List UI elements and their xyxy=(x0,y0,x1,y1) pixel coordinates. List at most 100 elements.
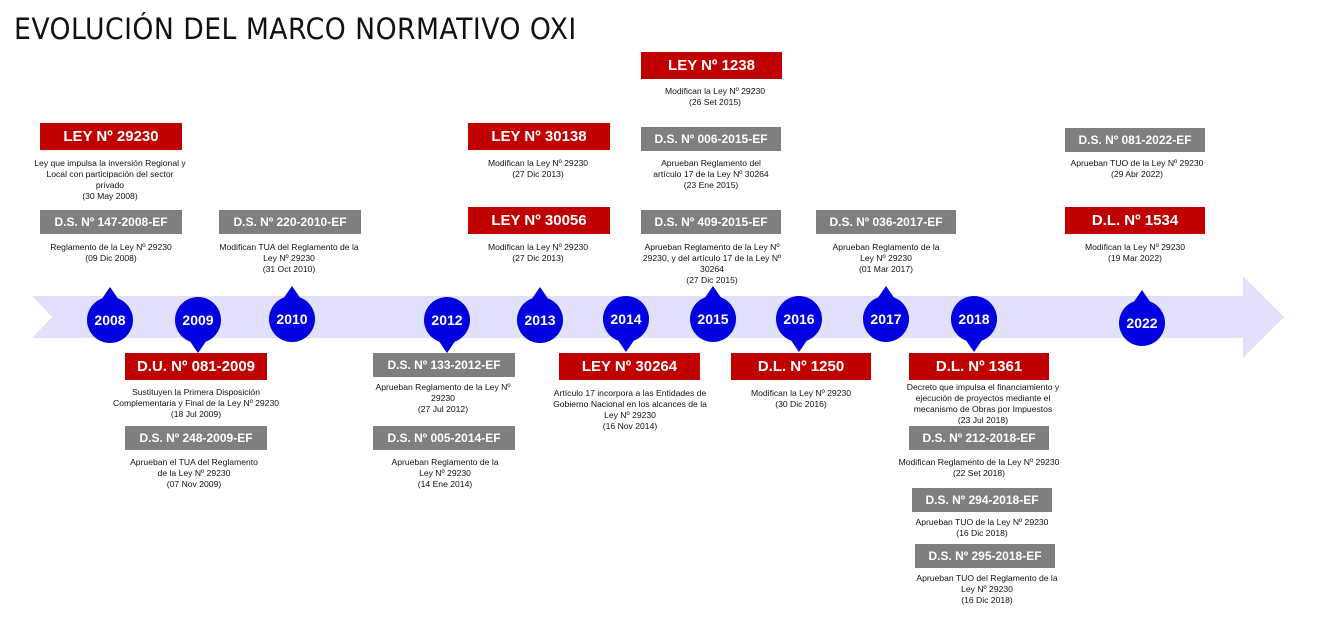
description-line: (16 Dic 2018) xyxy=(961,595,1013,605)
description-line: Local con participación del sector xyxy=(46,169,174,179)
description-line: Aprueban el TUA del Reglamento xyxy=(130,457,258,467)
year-circle xyxy=(951,296,997,342)
norm-description-d-s-n-212-2018-ef: Modifican Reglamento de la Ley Nº 29230(… xyxy=(884,457,1074,479)
norm-description-ley-n-30138: Modifican la Ley Nº 29230(27 Dic 2013) xyxy=(453,158,623,180)
year-label: 2012 xyxy=(431,312,463,328)
description-line: Modifican la Ley Nº 29230 xyxy=(487,242,589,252)
description-line: Aprueban Reglamento de la Ley Nº xyxy=(375,382,511,392)
description-line: (01 Mar 2017) xyxy=(859,264,913,274)
description-line: (27 Dic 2013) xyxy=(512,253,564,263)
norm-label-d-l-n-1534: D.L. Nº 1534 xyxy=(1065,207,1205,234)
year-label: 2015 xyxy=(697,311,729,327)
norm-label-d-s-n-220-2010-ef: D.S. Nº 220-2010-EF xyxy=(219,210,361,234)
page-title: EVOLUCIÓN DEL MARCO NORMATIVO OXI xyxy=(14,12,577,46)
description-line: Gobierno Nacional en los alcances de la xyxy=(553,399,707,409)
description-line: Ley Nº 29230 xyxy=(604,410,656,420)
norm-label-d-u-n-081-2009: D.U. Nº 081-2009 xyxy=(125,353,267,380)
norm-description-ley-n-30056: Modifican la Ley Nº 29230(27 Dic 2013) xyxy=(453,242,623,264)
description-line: ejecución de proyectos mediante el xyxy=(915,393,1051,403)
description-line: Aprueban Reglamento del xyxy=(661,158,761,168)
description-line: mecanismo de Obras por Impuestos xyxy=(913,404,1053,414)
norm-label-d-s-n-133-2012-ef: D.S. Nº 133-2012-EF xyxy=(373,353,515,377)
norm-description-d-s-n-147-2008-ef: Reglamento de la Ley Nº 29230(09 Dic 200… xyxy=(26,242,196,264)
norm-label-ley-n-30138: LEY Nº 30138 xyxy=(468,123,610,150)
description-line: (16 Nov 2014) xyxy=(602,421,658,431)
description-line: (29 Abr 2022) xyxy=(1110,169,1164,179)
norm-label-d-s-n-036-2017-ef: D.S. Nº 036-2017-EF xyxy=(816,210,956,234)
year-circle xyxy=(269,296,315,342)
year-circle xyxy=(863,296,909,342)
norm-label-d-s-n-212-2018-ef: D.S. Nº 212-2018-EF xyxy=(909,426,1049,450)
description-line: Ley que impulsa la inversión Regional y xyxy=(34,158,186,168)
year-circle xyxy=(517,297,563,343)
norm-label-d-s-n-295-2018-ef: D.S. Nº 295-2018-EF xyxy=(915,544,1055,568)
description-line: (18 Jul 2009) xyxy=(170,409,222,419)
year-label: 2016 xyxy=(783,311,815,327)
description-line: (23 Ene 2015) xyxy=(683,180,739,190)
description-line: Aprueban Reglamento de la Ley Nº xyxy=(644,242,780,252)
description-line: 29230 xyxy=(431,393,455,403)
description-line: de la Ley Nº 29230 xyxy=(157,468,231,478)
norm-label-ley-n-1238: LEY Nº 1238 xyxy=(641,52,782,79)
description-line: (07 Nov 2009) xyxy=(166,479,222,489)
year-circle xyxy=(175,297,221,343)
norm-label-d-s-n-409-2015-ef: D.S. Nº 409-2015-EF xyxy=(641,210,781,234)
year-circle xyxy=(424,297,470,343)
year-label: 2010 xyxy=(276,311,308,327)
norm-description-d-s-n-081-2022-ef: Aprueban TUO de la Ley Nº 29230(29 Abr 2… xyxy=(1052,158,1222,180)
description-line: Modifican TUA del Reglamento de la xyxy=(219,242,359,252)
description-line: Modifican la Ley Nº 29230 xyxy=(664,86,766,96)
description-line: Aprueban TUO de la Ley Nº 29230 xyxy=(1070,158,1204,168)
description-line: (09 Dic 2008) xyxy=(85,253,137,263)
year-circle xyxy=(603,296,649,342)
description-line: Aprueban Reglamento de la xyxy=(832,242,940,252)
description-line: 30264 xyxy=(700,264,724,274)
description-line: Aprueban TUO del Reglamento de la xyxy=(916,573,1058,583)
year-label: 2017 xyxy=(870,311,902,327)
description-line: (19 Mar 2022) xyxy=(1108,253,1162,263)
description-line: (30 Dic 2016) xyxy=(775,399,827,409)
description-line: (27 Dic 2015) xyxy=(686,275,738,285)
description-line: Ley Nº 29230 xyxy=(961,584,1013,594)
year-label: 2018 xyxy=(958,311,990,327)
description-line: Ley Nº 29230 xyxy=(419,468,471,478)
description-line: (26 Set 2015) xyxy=(688,97,742,107)
year-label: 2009 xyxy=(182,312,214,328)
description-line: artículo 17 de la Ley Nº 30264 xyxy=(653,169,769,179)
norm-description-d-l-n-1250: Modifican la Ley Nº 29230(30 Dic 2016) xyxy=(716,388,886,410)
norm-label-d-l-n-1361: D.L. Nº 1361 xyxy=(909,353,1049,380)
description-line: Reglamento de la Ley Nº 29230 xyxy=(50,242,172,252)
description-line: Ley Nº 29230 xyxy=(860,253,912,263)
description-line: Sustituyen la Primera Disposición xyxy=(131,387,260,397)
norm-label-ley-n-30264: LEY Nº 30264 xyxy=(559,353,700,380)
norm-label-ley-n-30056: LEY Nº 30056 xyxy=(468,207,610,234)
year-circle xyxy=(87,297,133,343)
norm-label-d-l-n-1250: D.L. Nº 1250 xyxy=(731,353,871,380)
norm-label-ley-n-29230: LEY Nº 29230 xyxy=(40,123,182,150)
year-label: 2014 xyxy=(610,311,642,327)
description-line: Aprueban Reglamento de la xyxy=(391,457,499,467)
description-line: (23 Jul 2018) xyxy=(957,415,1009,425)
description-line: Modifican la Ley Nº 29230 xyxy=(487,158,589,168)
year-label: 2013 xyxy=(524,312,556,328)
description-line: (22 Set 2018) xyxy=(952,468,1006,478)
description-line: Artículo 17 incorpora a las Entidades de xyxy=(553,388,707,398)
description-line: Decreto que impulsa el financiamiento y xyxy=(906,382,1060,392)
description-line: privado xyxy=(95,180,125,190)
description-line: (16 Dic 2018) xyxy=(956,528,1008,538)
norm-label-d-s-n-006-2015-ef: D.S. Nº 006-2015-EF xyxy=(641,127,781,151)
norm-description-d-l-n-1534: Modifican la Ley Nº 29230(19 Mar 2022) xyxy=(1050,242,1220,264)
description-line: (27 Dic 2013) xyxy=(512,169,564,179)
description-line: Complementaria y Final de la Ley Nº 2923… xyxy=(112,398,280,408)
year-circle xyxy=(690,296,736,342)
description-line: Modifican Reglamento de la Ley Nº 29230 xyxy=(898,457,1060,467)
description-line: 29230, y del artículo 17 de la Ley Nº xyxy=(642,253,782,263)
